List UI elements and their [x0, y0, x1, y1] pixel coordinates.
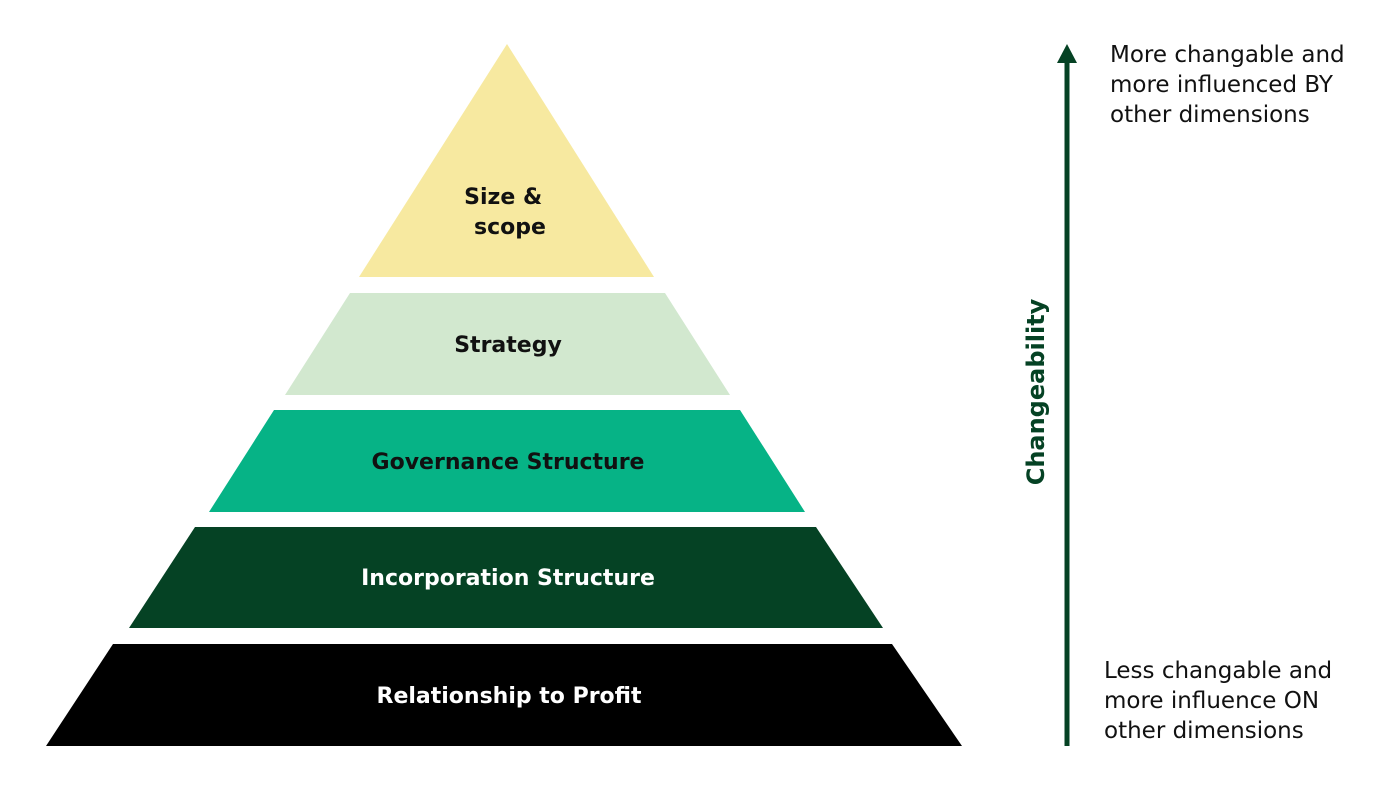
pyramid-layer-size-scope-label-line-2: scope [474, 215, 546, 240]
pyramid-layer-strategy-shape [285, 293, 730, 395]
changeability-arrow [1057, 44, 1077, 746]
changeability-label: Changeability [1022, 298, 1050, 485]
note-more-changeable-line-3: other dimensions [1110, 102, 1310, 128]
note-less-changeable-line-1: Less changable and [1104, 658, 1333, 684]
pyramid-layer-governance-structure: Governance Structure [209, 410, 805, 512]
pyramid-layer-governance-structure-shape [209, 410, 805, 512]
pyramid-layer-governance-structure-label: Governance Structure [372, 450, 645, 475]
note-more-changeable-line-1: More changable and [1110, 42, 1345, 68]
pyramid-layer-relationship-to-profit: Relationship to Profit [46, 644, 962, 746]
note-less-changeable-line-3: other dimensions [1104, 718, 1304, 744]
pyramid-layer-strategy: Strategy [285, 293, 730, 395]
changeability-arrow-head [1057, 44, 1077, 63]
pyramid-layer-strategy-label: Strategy [454, 333, 562, 358]
pyramid-layer-incorporation-structure-label: Incorporation Structure [361, 566, 655, 591]
note-less-changeable: Less changable and more influence ON oth… [1104, 656, 1332, 746]
pyramid-layer-relationship-to-profit-label: Relationship to Profit [377, 684, 642, 709]
pyramid-layer-size-scope-label: Size & scope [464, 185, 550, 240]
pyramid-layer-size-scope: Size & scope [359, 44, 654, 277]
pyramid-layer-relationship-to-profit-shape [46, 644, 962, 746]
pyramid-layer-incorporation-structure-shape [129, 527, 883, 628]
note-more-changeable-line-2: more influenced BY [1110, 72, 1333, 98]
pyramid-layer-incorporation-structure: Incorporation Structure [129, 527, 883, 628]
pyramid-layer-size-scope-label-line-1: Size & [464, 185, 542, 210]
pyramid-layer-size-scope-shape [359, 44, 654, 277]
note-less-changeable-line-2: more influence ON [1104, 688, 1320, 714]
note-more-changeable: More changable and more influenced BY ot… [1110, 40, 1345, 130]
